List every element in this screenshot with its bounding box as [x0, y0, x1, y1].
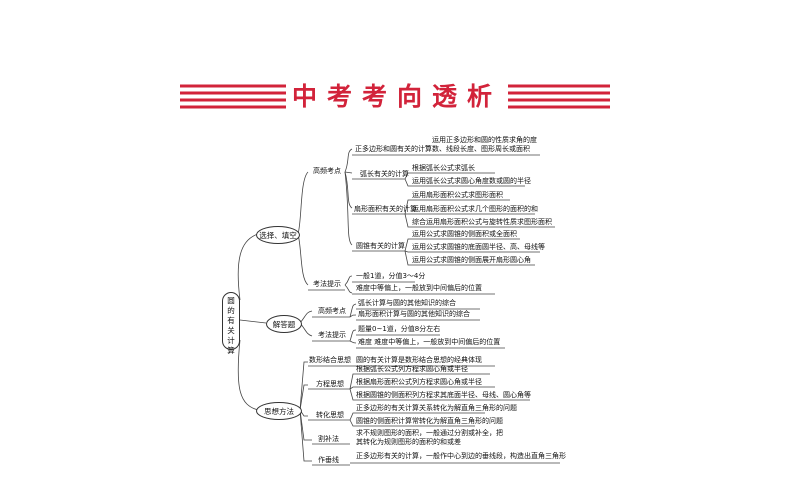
- kaofa-label: 考法提示: [318, 331, 346, 339]
- method-label: 作垂线: [318, 456, 339, 464]
- root-char: 关: [227, 326, 235, 335]
- node-sixiang-fangfa: 思想方法: [256, 402, 302, 420]
- kaofa-item: 难度中等偏上，一般放到中间偏后的位置: [356, 284, 482, 292]
- topic-item: 综合运用扇形面积公式与旋转性质求图形面积: [412, 218, 552, 226]
- method-text: 圆的有关计算是数形结合思想的经典体现: [356, 356, 482, 364]
- method-text: 根据扇形面积公式列方程求圆心角或半径: [356, 378, 482, 386]
- topic-label: 弧长有关的计算: [360, 170, 409, 178]
- topic-label: 正多边形和圆有关的计算: [355, 145, 432, 153]
- root-char: 的: [227, 306, 235, 315]
- topic-item: 运用公式求圆锥的侧面积或全面积: [412, 230, 517, 238]
- method-label: 方程思想: [316, 380, 344, 388]
- method-text: 根据圆锥的侧面积列方程求其底面半径、母线、圆心角等: [356, 391, 531, 399]
- topic-label: 圆锥有关的计算: [356, 242, 405, 250]
- method-label: 割补法: [318, 435, 339, 443]
- banner-title: 中考考向透析: [286, 80, 508, 114]
- root-char: 算: [227, 346, 235, 355]
- method-text: 求不规则图形的面积，一般通过分割或补全，把其转化为规则图形的面积的和或差: [356, 429, 503, 446]
- gaopin-label: 高频考点: [313, 167, 341, 175]
- topic-item: 运用公式求圆锥的侧面展开扇形圆心角: [412, 256, 531, 264]
- gaopin-item: 扇形面积计算与圆的其他知识的综合: [358, 310, 470, 318]
- topic-item: 运用公式求圆锥的底面圆半径、高、母线等: [412, 243, 545, 251]
- gaopin-label: 高频考点: [318, 307, 346, 315]
- root-char: 圆: [227, 296, 235, 305]
- topic-item: 运用扇形面积公式求几个图形的面积的和: [412, 205, 538, 213]
- topic-item: 运用正多边形和圆的性质求角的度数、线段长度、图形周长或面积: [432, 136, 537, 153]
- method-label: 转化思想: [316, 411, 344, 419]
- root-char: 有: [227, 316, 235, 325]
- topic-label: 扇形面积有关的计算: [354, 205, 417, 213]
- method-text: 根据弧长公式列方程求圆心角或半径: [356, 365, 468, 373]
- topic-item: 运用扇形面积公式求图形面积: [412, 191, 503, 199]
- root-char: 计: [227, 336, 235, 345]
- method-text: 正多边形的有关计算关系转化为解直角三角形的问题: [356, 404, 517, 412]
- method-text: 正多边形有关的计算，一般作中心到边的垂线段，构造出直角三角形: [356, 452, 566, 460]
- node-xuanze-tiankong: 选择、填空: [256, 226, 300, 244]
- topic-item: 运用弧长公式求圆心角度数或圆的半径: [412, 177, 531, 185]
- kaofa-item: 题量0~1道，分值8分左右: [358, 325, 441, 333]
- topic-item: 根据弧长公式求弧长: [412, 164, 475, 172]
- gaopin-item: 弧长计算与圆的其他知识的综合: [358, 299, 456, 307]
- node-jieda: 解答题: [266, 315, 302, 333]
- kaofa-item: 难度 难度中等偏上，一般放到中间偏后的位置: [358, 338, 501, 346]
- root-node: 圆 的 有 关 计 算: [222, 292, 240, 355]
- method-text: 圆锥的侧面积计算常转化为解直角三角形的问题: [356, 417, 503, 425]
- method-label: 数形结合思想: [309, 356, 351, 364]
- kaofa-item: 一般1道，分值3～4分: [356, 272, 426, 280]
- kaofa-label: 考法提示: [313, 280, 341, 288]
